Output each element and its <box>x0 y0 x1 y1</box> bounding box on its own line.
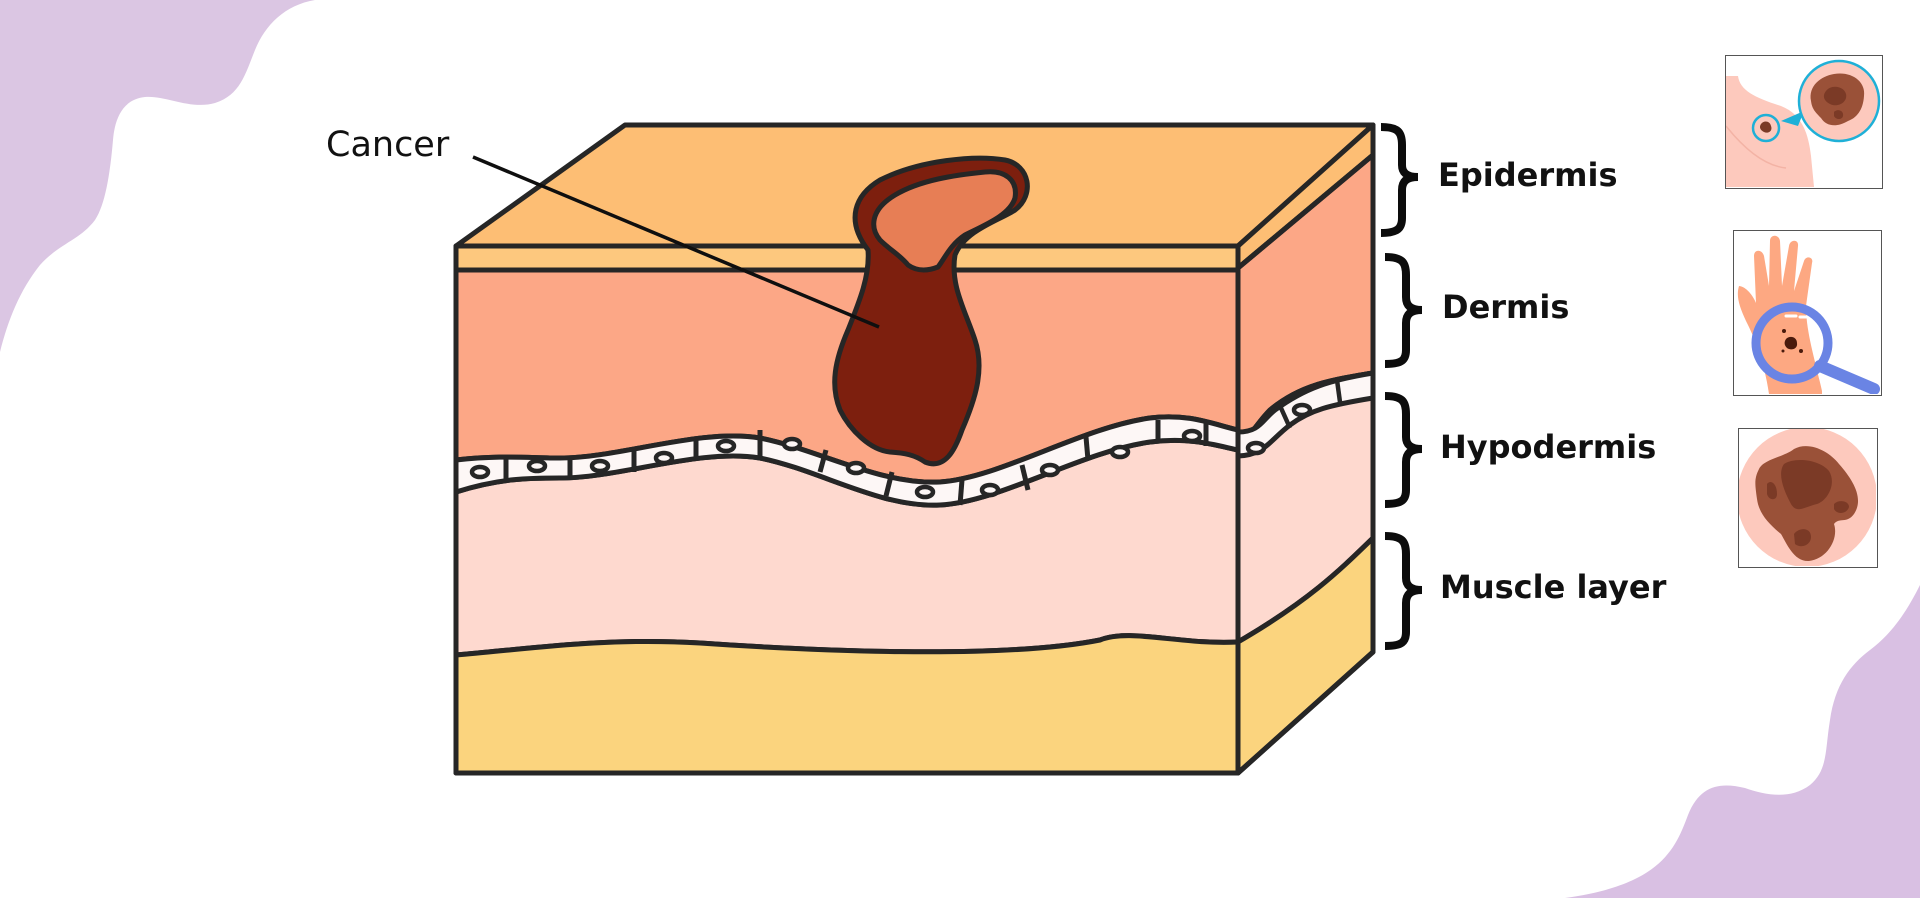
thumbnail-shoulder-mole <box>1725 55 1883 189</box>
thumbnail-mole-closeup <box>1738 428 1878 568</box>
layer-label-hypodermis: Hypodermis <box>1440 428 1657 466</box>
front-muscle <box>453 633 1241 776</box>
background-blob-top-left <box>0 0 315 352</box>
cancer-label: Cancer <box>326 125 450 165</box>
cancer-pointer-line <box>472 155 880 329</box>
hand-magnifier-icon <box>1737 235 1880 394</box>
layer-label-dermis: Dermis <box>1442 288 1570 326</box>
mole-closeup-icon <box>1739 429 1876 566</box>
front-epidermis <box>453 243 1241 273</box>
tumor-cap <box>871 169 1018 273</box>
tumor <box>832 155 1030 467</box>
background-blob-bottom-right <box>1565 585 1920 898</box>
shoulder-mole-icon <box>1726 59 1881 187</box>
thumbnail-hand-magnifier <box>1733 230 1882 396</box>
layer-label-epidermis: Epidermis <box>1438 156 1618 194</box>
layer-label-muscle: Muscle layer <box>1440 568 1667 606</box>
layer-braces <box>1380 123 1423 650</box>
